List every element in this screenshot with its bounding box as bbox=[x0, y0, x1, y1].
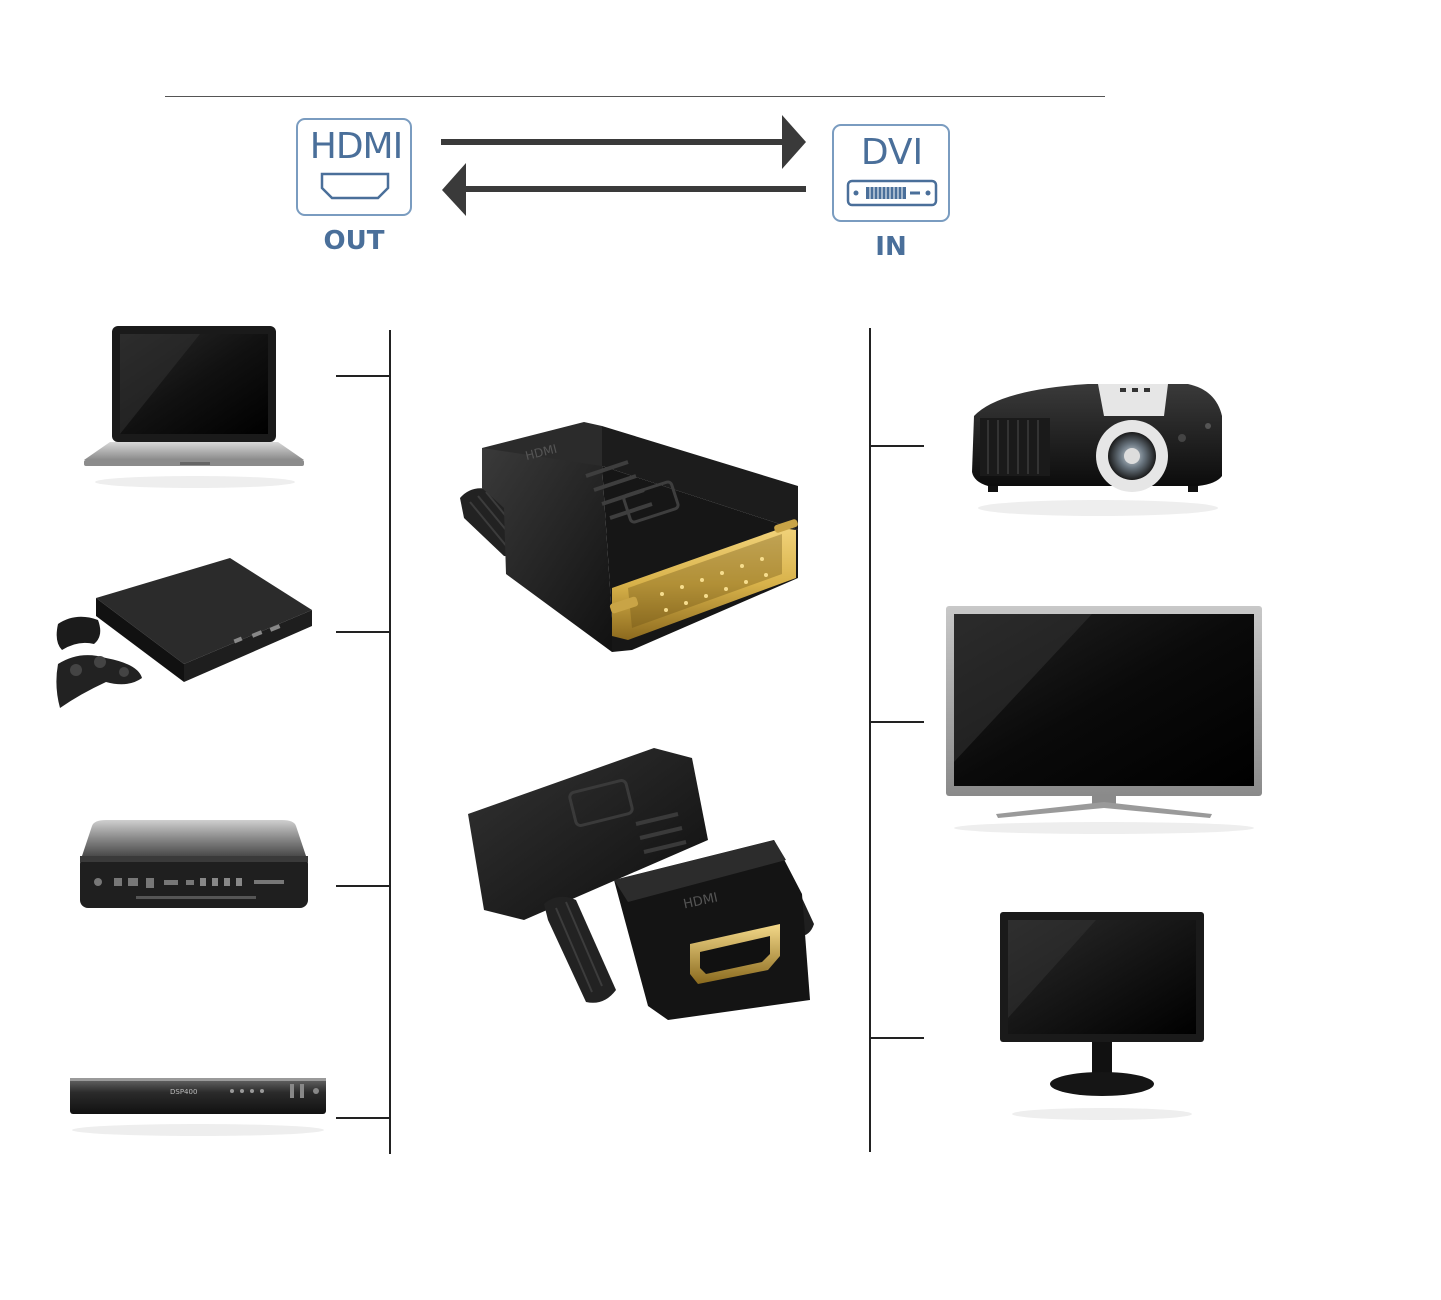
dvi-port-icon bbox=[846, 179, 938, 207]
mini-pc-icon bbox=[80, 820, 308, 908]
television-icon bbox=[946, 606, 1262, 834]
hdmi-port-icon bbox=[320, 172, 390, 200]
dvi-label: DVI bbox=[860, 132, 924, 173]
in-label: IN bbox=[875, 232, 907, 262]
top-divider bbox=[165, 96, 1105, 97]
hdmi-out-badge: HDMI bbox=[296, 118, 412, 216]
bidirectional-arrows bbox=[441, 115, 806, 216]
out-label: OUT bbox=[323, 226, 385, 256]
monitor-icon bbox=[1000, 912, 1204, 1120]
dvi-in-badge: DVI bbox=[832, 124, 950, 222]
source-bracket bbox=[336, 330, 391, 1154]
dvd-player-icon: DSP400 bbox=[70, 1078, 326, 1136]
hdmi-dvi-adapter-top: HDMI bbox=[460, 422, 798, 652]
dvd-display-text: DSP400 bbox=[170, 1088, 197, 1096]
target-bracket bbox=[869, 328, 924, 1152]
hdmi-label: HDMI bbox=[309, 126, 403, 167]
hdmi-dvi-adapter-bottom: HDMI bbox=[468, 748, 814, 1020]
svg-text:HDMI: HDMI bbox=[682, 890, 719, 912]
projector-icon bbox=[972, 384, 1222, 516]
game-console-icon bbox=[56, 558, 312, 708]
laptop-icon bbox=[84, 326, 304, 488]
